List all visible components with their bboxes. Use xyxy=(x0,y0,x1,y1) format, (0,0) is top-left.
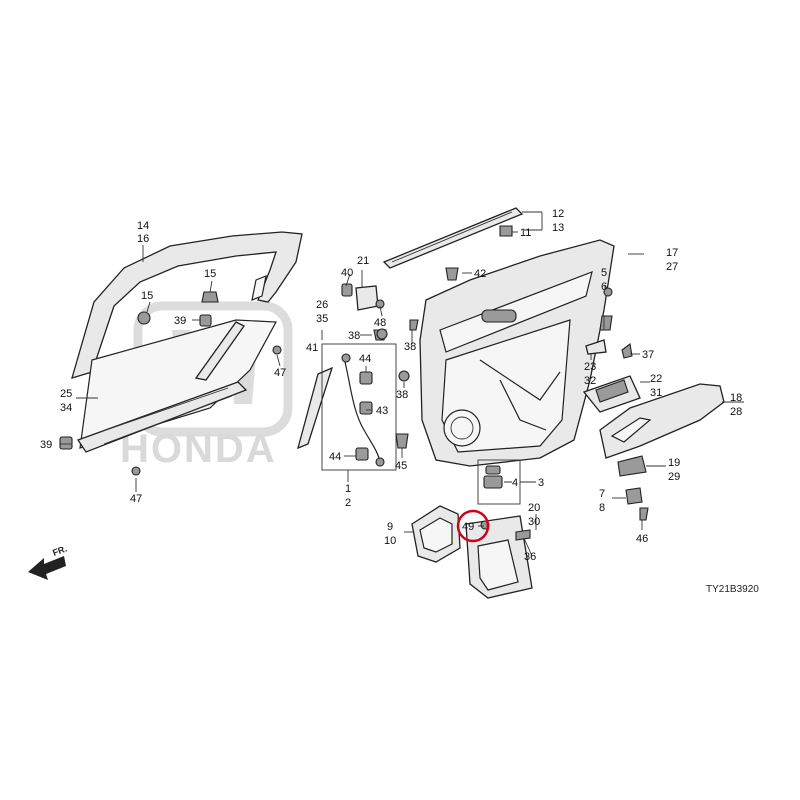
callout-48: 48 xyxy=(374,317,386,329)
callout-9: 9 xyxy=(387,521,393,533)
callout-17: 17 xyxy=(666,247,678,259)
door-cable-assembly xyxy=(321,343,397,471)
callout-39b: 39 xyxy=(40,439,52,451)
callout-45: 45 xyxy=(395,460,407,472)
callout-38c: 38 xyxy=(396,389,408,401)
callout-labels: 14 16 15 15 39 25 34 39 47 47 12 13 11 4… xyxy=(40,208,742,563)
bracket-assembly xyxy=(341,283,419,341)
callout-8: 8 xyxy=(599,502,605,514)
callout-7: 7 xyxy=(599,488,605,500)
callout-34: 34 xyxy=(60,402,72,414)
callout-40: 40 xyxy=(341,267,353,279)
callout-44a: 44 xyxy=(359,353,371,365)
callout-44b: 44 xyxy=(329,451,341,463)
callout-10: 10 xyxy=(384,535,396,547)
callout-46: 46 xyxy=(636,533,648,545)
callout-6: 6 xyxy=(601,281,607,293)
figure-code: TY21B3920 xyxy=(706,584,759,595)
callout-25: 25 xyxy=(60,388,72,400)
door-lining-panel xyxy=(419,239,615,467)
callout-13: 13 xyxy=(552,222,564,234)
callout-23: 23 xyxy=(584,361,596,373)
callout-47b: 47 xyxy=(274,367,286,379)
clips xyxy=(376,267,459,449)
callout-31: 31 xyxy=(650,387,662,399)
callout-35: 35 xyxy=(316,313,328,325)
leader-lines xyxy=(60,211,744,557)
callout-32: 32 xyxy=(584,375,596,387)
callout-27: 27 xyxy=(666,261,678,273)
callout-1: 1 xyxy=(345,483,351,495)
callout-11: 11 xyxy=(520,227,531,239)
callout-3: 3 xyxy=(538,477,544,489)
callout-12: 12 xyxy=(552,208,564,220)
callout-2: 2 xyxy=(345,497,351,509)
callout-42: 42 xyxy=(474,268,486,280)
door-pocket xyxy=(465,515,533,599)
callout-39a: 39 xyxy=(174,315,186,327)
callout-41: 41 xyxy=(306,342,318,354)
front-direction-indicator: FR. xyxy=(28,544,68,580)
callout-18: 18 xyxy=(730,392,742,404)
callout-36: 36 xyxy=(524,551,536,563)
callout-15b: 15 xyxy=(204,268,216,280)
callout-29: 29 xyxy=(668,471,680,483)
callout-37: 37 xyxy=(642,349,654,361)
callout-30: 30 xyxy=(528,516,540,528)
callout-4: 4 xyxy=(512,477,518,489)
callout-43: 43 xyxy=(376,405,388,417)
callout-5: 5 xyxy=(601,267,607,279)
callout-16: 16 xyxy=(137,233,149,245)
callout-15a: 15 xyxy=(141,290,153,302)
rear-sunshade-assembly xyxy=(59,291,282,476)
front-label: FR. xyxy=(51,544,68,558)
callout-38b: 38 xyxy=(404,341,416,353)
callout-49: 49 xyxy=(462,521,474,533)
callout-22: 22 xyxy=(650,373,662,385)
callout-20: 20 xyxy=(528,502,540,514)
speaker-grille xyxy=(411,505,461,563)
callout-19: 19 xyxy=(668,457,680,469)
door-weatherstrip xyxy=(382,207,524,269)
watermark-text: HONDA xyxy=(120,427,277,471)
callout-47a: 47 xyxy=(130,493,142,505)
highlight-ring xyxy=(456,509,490,543)
door-sash-trim xyxy=(71,231,303,379)
callout-38a: 38 xyxy=(348,330,360,342)
armrest-assembly xyxy=(582,339,725,521)
callout-21: 21 xyxy=(357,255,369,267)
front-arrow-icon xyxy=(28,556,66,580)
callout-26: 26 xyxy=(316,299,328,311)
callout-28: 28 xyxy=(730,406,742,418)
garnish-strip xyxy=(297,366,334,450)
callout-14: 14 xyxy=(137,220,149,232)
highlighted-callout-49[interactable]: 49 xyxy=(456,509,490,543)
